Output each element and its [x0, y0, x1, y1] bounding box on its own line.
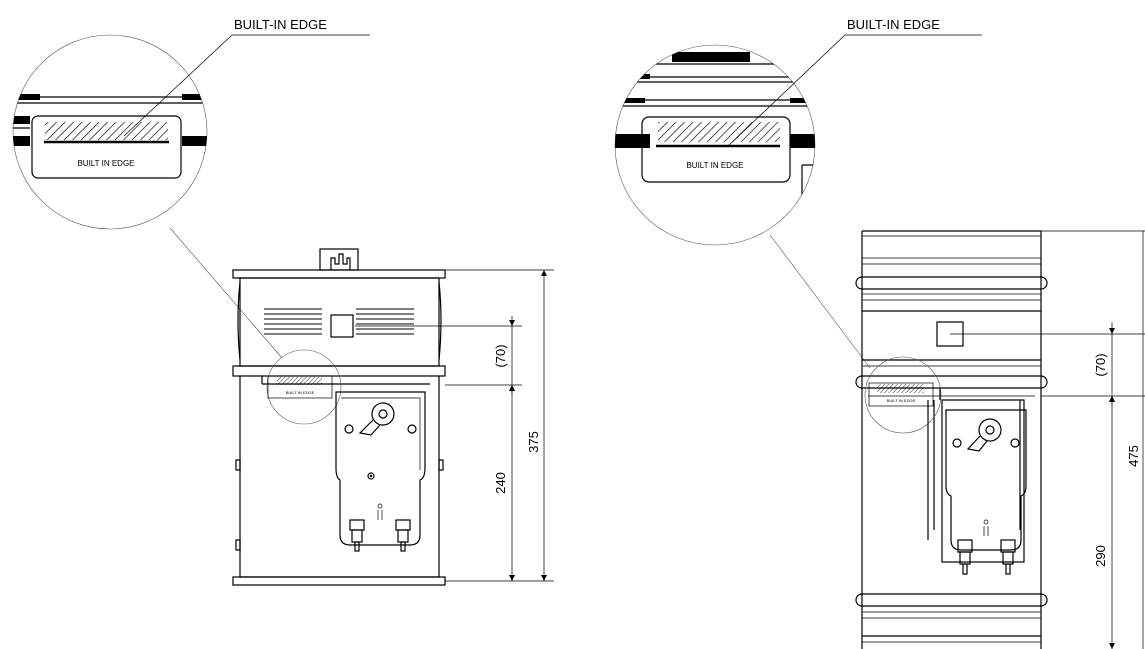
left-dim-total: 375	[526, 431, 541, 453]
right-detail-link	[769, 234, 871, 369]
left-callout-leader	[123, 34, 233, 137]
left-callout: BUILT-IN EDGE	[123, 17, 370, 137]
right-dimensions: (70) 290 475	[950, 230, 1145, 649]
right-dim-offset: (70)	[1093, 353, 1108, 376]
right-view: BUILT-IN EDGE	[614, 17, 1145, 649]
left-view: BUILT-IN EDGE BUILT IN EDGE	[12, 17, 554, 586]
right-small-label: BUILT IN EDGE	[887, 398, 916, 403]
left-vent-grille	[264, 308, 414, 335]
right-callout-label: BUILT-IN EDGE	[847, 17, 940, 32]
left-callout-label: BUILT-IN EDGE	[234, 17, 327, 32]
left-detail-outline	[12, 34, 208, 230]
left-small-label: BUILT IN EDGE	[286, 390, 315, 395]
left-detail-hatch	[45, 122, 168, 140]
right-dim-lower: 290	[1093, 545, 1108, 567]
left-dim-offset: (70)	[493, 344, 508, 367]
right-detail-circle: BUILT IN EDGE	[614, 44, 816, 246]
left-small-detail: BUILT IN EDGE	[266, 349, 342, 425]
right-actuator	[941, 399, 1027, 575]
left-detail-gasket	[31, 115, 182, 179]
right-callout: BUILT-IN EDGE	[727, 17, 982, 147]
left-damper-body	[232, 248, 446, 586]
left-detail-label: BUILT IN EDGE	[77, 159, 134, 168]
left-actuator	[335, 391, 426, 552]
left-detail-circle: BUILT IN EDGE	[12, 34, 208, 230]
right-detail-label: BUILT IN EDGE	[686, 161, 743, 170]
right-small-detail: BUILT IN EDGE	[864, 356, 942, 434]
right-dim-total: 475	[1126, 445, 1141, 467]
left-dimensions: (70) 240 375	[355, 269, 554, 582]
left-detail-link	[169, 227, 283, 359]
right-duct-body	[855, 230, 1048, 649]
left-dim-lower: 240	[493, 472, 508, 494]
